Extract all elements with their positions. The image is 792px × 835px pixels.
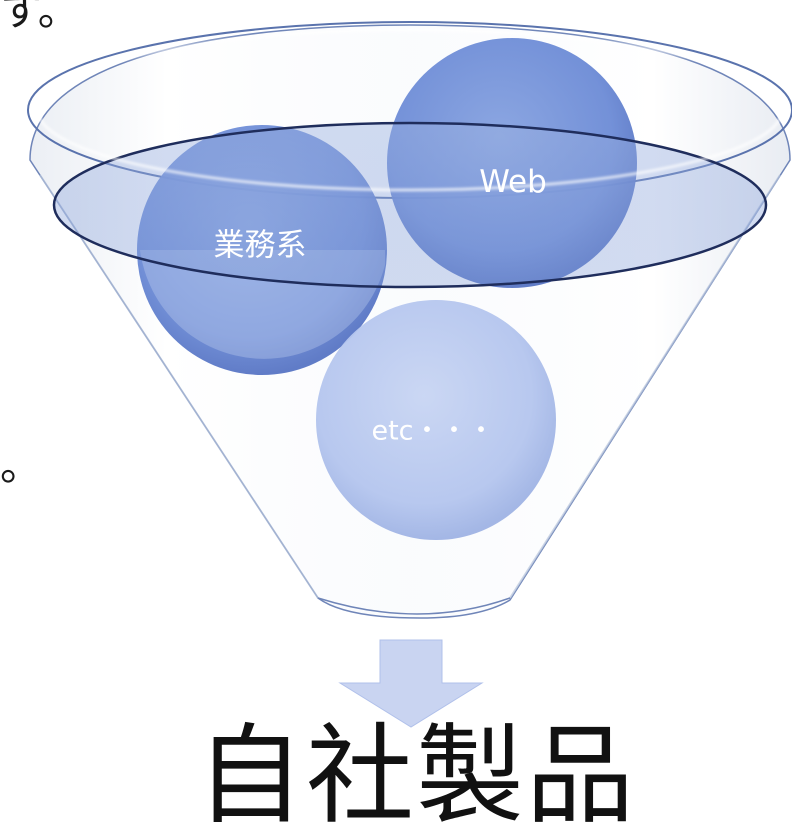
text-fragment-middle: 。 [0, 441, 43, 490]
funnel-inner-right-edge [509, 174, 781, 599]
product-title: 自社製品 [195, 714, 636, 835]
ball-label-web: Web [479, 164, 547, 200]
funnel-bottom-lip [317, 597, 511, 615]
text-fragment-top: す。 [0, 0, 80, 35]
funnel-inner-left-edge [39, 174, 319, 599]
funnel-opening [52, 121, 768, 289]
ball-etc [316, 300, 556, 540]
funnel-rim-highlight [36, 28, 784, 192]
ball-label-business: 業務系 [213, 227, 307, 264]
down-arrow-icon [338, 639, 484, 728]
ball-label-etc: etc・・・ [371, 415, 495, 447]
